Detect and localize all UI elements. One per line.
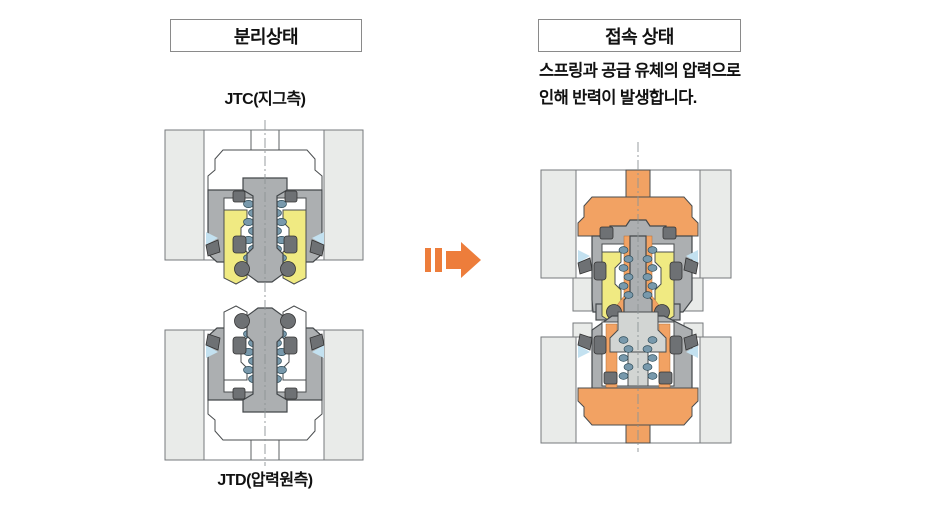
fluid-cap-bottom <box>577 387 699 426</box>
connected-top-springs <box>618 246 658 299</box>
connected-state-diagram <box>540 142 732 452</box>
separated-state-diagram <box>164 120 364 466</box>
connected-state-description: 스프링과 공급 유체의 압력으로 인해 반력이 발생합니다. <box>539 58 819 112</box>
jtc-seals <box>205 190 325 277</box>
connected-bottom-springs <box>618 336 658 380</box>
jtc-label: JTC(지그측) <box>224 91 306 108</box>
separated-state-title-box: 분리상태 <box>170 19 362 52</box>
connected-state-title-box: 접속 상태 <box>538 19 741 52</box>
connected-state-title: 접속 상태 <box>605 26 674 47</box>
description-line-2: 인해 반력이 발생합니다. <box>539 89 697 107</box>
jtd-label: JTD(압력원측) <box>217 472 313 489</box>
jtd-coupler <box>205 305 325 460</box>
right-arrow-icon <box>425 242 481 278</box>
jtd-seals <box>205 313 325 400</box>
description-line-1: 스프링과 공급 유체의 압력으로 <box>539 62 741 80</box>
connected-bottom-seals <box>577 333 699 385</box>
separated-state-title: 분리상태 <box>233 26 299 47</box>
connected-top-coupler <box>577 219 699 325</box>
